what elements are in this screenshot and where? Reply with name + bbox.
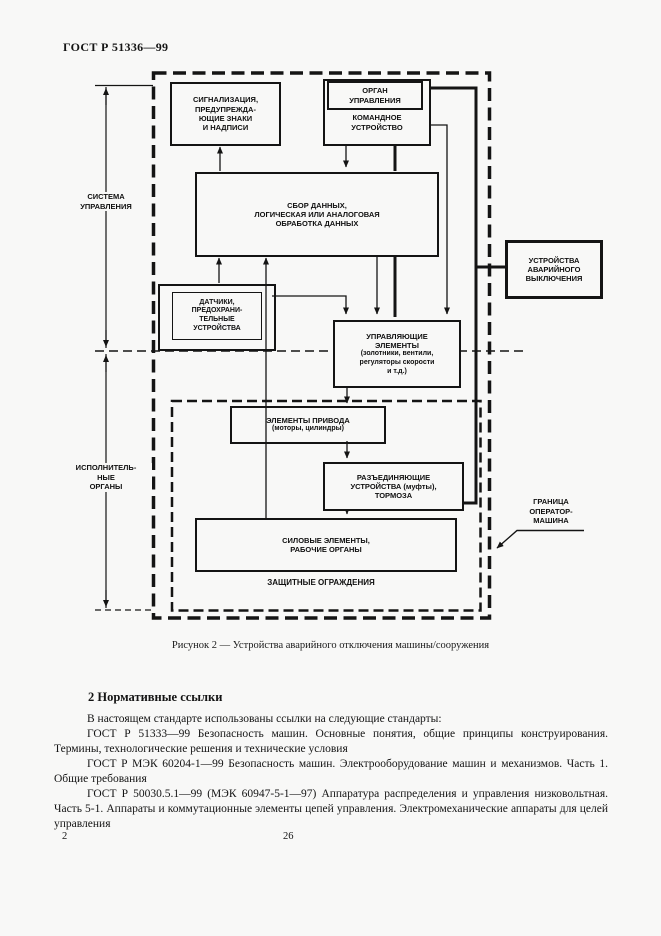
control-elements-title: УПРАВЛЯЮЩИЕ ЭЛЕМЕНТЫ xyxy=(366,331,428,351)
paragraph: В настоящем стандарте использованы ссылк… xyxy=(87,713,442,725)
paragraph: ГОСТ Р 50030.5.1—99 (МЭК 60947-5-1—97) А… xyxy=(54,788,608,830)
box-drive-elements: ЭЛЕМЕНТЫ ПРИВОДА (моторы, цилиндры) xyxy=(230,406,386,444)
command-device-label: КОМАНДНОЕ УСТРОЙСТВО xyxy=(351,113,403,132)
box-data-processing: СБОР ДАННЫХ, ЛОГИЧЕСКАЯ ИЛИ АНАЛОГОВАЯ О… xyxy=(195,172,439,257)
paragraph: ГОСТ Р 51333—99 Безопасность машин. Осно… xyxy=(54,728,608,755)
figure-caption: Рисунок 2 — Устройства аварийного отключ… xyxy=(171,640,490,651)
box-disconnecting-devices: РАЗЪЕДИНЯЮЩИЕ УСТРОЙСТВА (муфты), ТОРМОЗ… xyxy=(323,462,464,511)
box-power-elements: СИЛОВЫЕ ЭЛЕМЕНТЫ, РАБОЧИЕ ОРГАНЫ xyxy=(195,518,457,572)
paragraph: ГОСТ Р МЭК 60204-1—99 Безопасность машин… xyxy=(54,758,608,785)
emergency-stop-thick-lines xyxy=(393,86,506,505)
label-executive-bodies: ИСПОЛНИТЕЛЬ- НЫЕ ОРГАНЫ xyxy=(60,463,152,492)
box-sensors: ДАТЧИКИ, ПРЕДОХРАНИ- ТЕЛЬНЫЕ УСТРОЙСТВА xyxy=(172,292,262,340)
box-control-actuator: ОРГАН УПРАВЛЕНИЯ xyxy=(327,81,423,110)
page-number: 2 xyxy=(62,831,68,842)
drive-elements-subtitle: (моторы, цилиндры) xyxy=(272,425,344,433)
machine-boundary-dashed xyxy=(151,71,492,620)
section-heading: 2 Нормативные ссылки xyxy=(88,690,223,704)
footer-center-number: 26 xyxy=(283,831,294,842)
section-body: В настоящем стандарте использованы ссылк… xyxy=(54,712,608,832)
box-command-device: ОРГАН УПРАВЛЕНИЯ КОМАНДНОЕ УСТРОЙСТВО xyxy=(323,79,431,146)
box-control-elements: УПРАВЛЯЮЩИЕ ЭЛЕМЕНТЫ (золотники, вентили… xyxy=(333,320,461,388)
control-elements-subtitle: (золотники, вентили, регуляторы скорости… xyxy=(359,350,435,375)
box-signaling: СИГНАЛИЗАЦИЯ, ПРЕДУПРЕЖДА- ЮЩИЕ ЗНАКИ И … xyxy=(170,82,281,146)
label-control-system: СИСТЕМА УПРАВЛЕНИЯ xyxy=(64,192,148,211)
label-operator-machine-boundary: ГРАНИЦА ОПЕРАТОР- МАШИНА xyxy=(529,497,573,525)
box-emergency-switch-devices: УСТРОЙСТВА АВАРИЙНОГО ВЫКЛЮЧЕНИЯ xyxy=(505,240,603,299)
signal-arrows xyxy=(216,124,584,549)
drive-elements-title: ЭЛЕМЕНТЫ ПРИВОДА xyxy=(266,416,350,426)
box-sensors-outer xyxy=(158,284,276,351)
document-header: ГОСТ Р 51336—99 xyxy=(63,40,169,54)
label-protective-guards: ЗАЩИТНЫЕ ОГРАЖДЕНИЯ xyxy=(267,578,375,587)
